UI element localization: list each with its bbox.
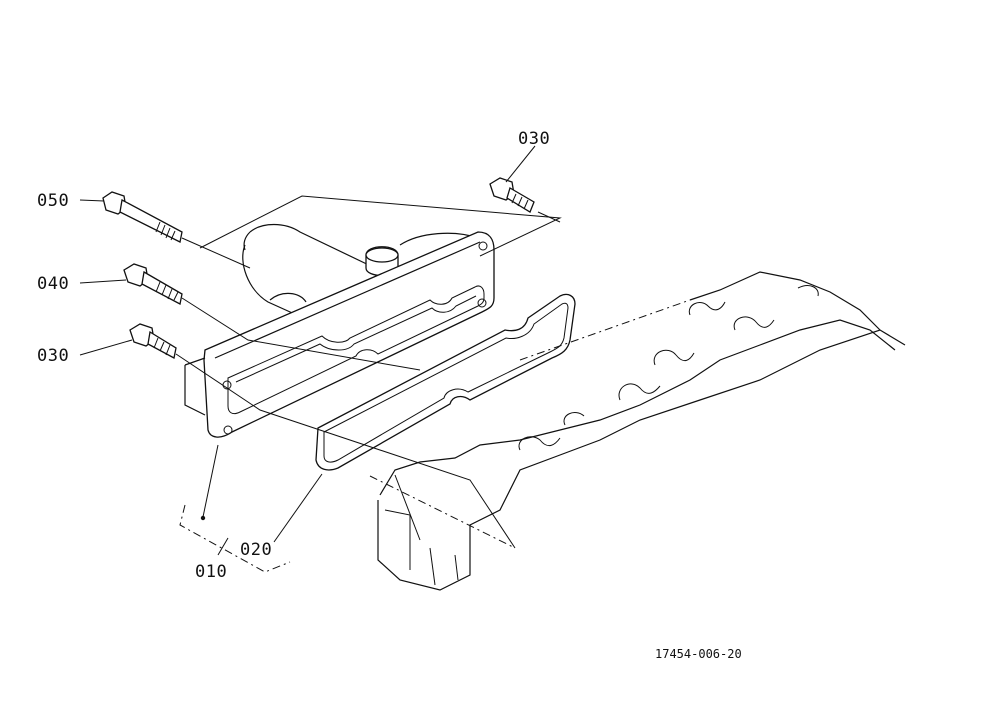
leader-lines bbox=[79, 145, 536, 556]
drawing-reference-number: 17454-006-20 bbox=[655, 647, 742, 661]
thermostat-housing bbox=[179, 223, 495, 573]
label-020: 020 bbox=[240, 540, 272, 560]
label-030-left: 030 bbox=[37, 346, 69, 366]
label-050: 050 bbox=[37, 191, 69, 211]
engine-head bbox=[377, 271, 906, 591]
label-010: 010 bbox=[195, 562, 227, 582]
bolt-050 bbox=[102, 191, 183, 243]
alignment-lines bbox=[175, 195, 691, 549]
label-040: 040 bbox=[37, 274, 69, 294]
bolt-030-top bbox=[489, 177, 535, 213]
bolt-030-left bbox=[129, 323, 177, 359]
bolt-040 bbox=[123, 263, 183, 305]
label-030-top: 030 bbox=[518, 129, 550, 149]
